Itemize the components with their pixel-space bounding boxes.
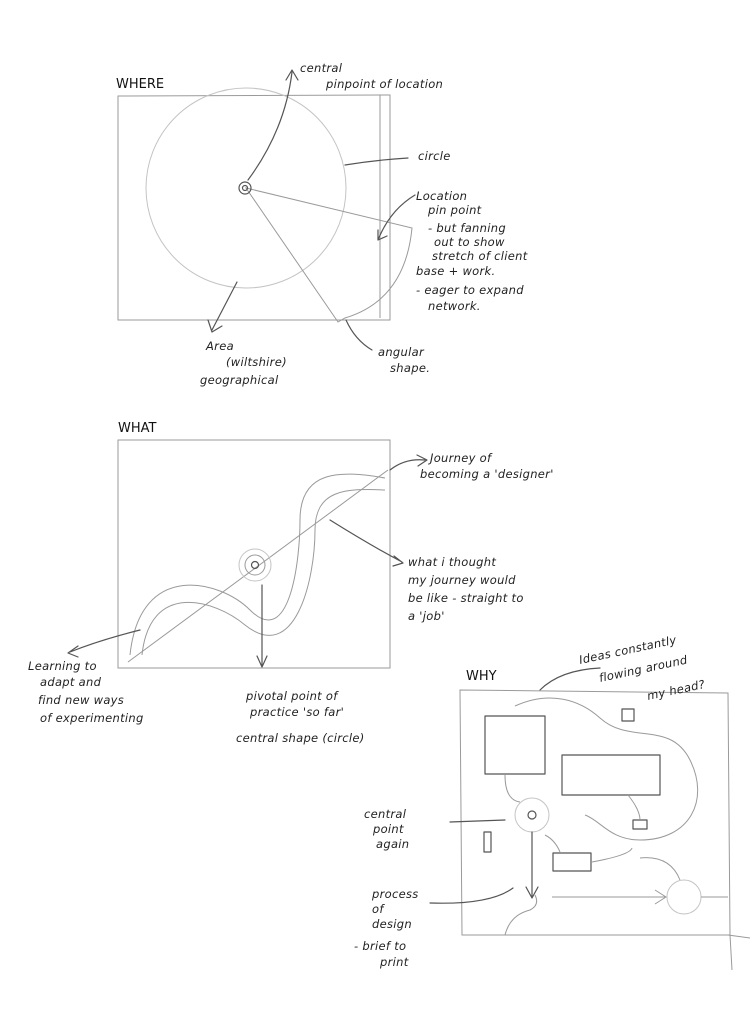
pivotal-point-icon bbox=[250, 560, 260, 570]
what-diagram: WHAT Journey of becoming a 'designer' wh… bbox=[28, 421, 554, 745]
label-area-2: (wiltshire) bbox=[226, 355, 287, 369]
label-circle: circle bbox=[418, 149, 451, 163]
label-learning-2: adapt and bbox=[40, 675, 102, 689]
label-central: central bbox=[300, 61, 343, 75]
why-diagram: WHY Ideas constantly flowing around my h… bbox=[354, 633, 750, 971]
label-central-point: central bbox=[364, 807, 407, 821]
label-pivotal: pivotal point of bbox=[245, 689, 339, 703]
label-central-point-3: again bbox=[376, 837, 409, 851]
label-angular-2: shape. bbox=[390, 361, 430, 375]
ideas-cloud bbox=[514, 697, 699, 841]
label-pinpoint: pinpoint of location bbox=[325, 77, 443, 91]
arrow-right bbox=[552, 889, 667, 905]
label-thought: what i thought bbox=[408, 555, 496, 569]
label-journey: Journey of bbox=[428, 451, 493, 465]
what-frame bbox=[117, 439, 391, 669]
where-diagram: WHERE central pinpoint of location circl… bbox=[116, 61, 528, 387]
arrow-area bbox=[207, 281, 238, 333]
idea-box-small bbox=[621, 708, 635, 722]
where-frame bbox=[117, 94, 391, 321]
label-ideas-3: my head? bbox=[646, 677, 707, 703]
line-central bbox=[449, 819, 506, 823]
label-location-line: pin point bbox=[427, 203, 482, 217]
area-circle bbox=[145, 87, 347, 289]
label-pivotal-3: central shape (circle) bbox=[236, 731, 365, 745]
arrow-thought bbox=[329, 519, 404, 567]
label-area-3: geographical bbox=[200, 373, 279, 387]
line-circle bbox=[344, 157, 409, 166]
label-area: Area bbox=[205, 339, 234, 353]
journey-path-b bbox=[141, 489, 386, 656]
label-process: process bbox=[371, 887, 419, 901]
label-learning-4: of experimenting bbox=[40, 711, 144, 725]
label-thought-4: a 'job' bbox=[408, 609, 445, 623]
label-process-5: print bbox=[379, 955, 409, 969]
idea-box-tiny bbox=[632, 819, 648, 830]
arrow-location bbox=[377, 194, 416, 241]
why-frame bbox=[459, 689, 731, 936]
label-learning: Learning to bbox=[28, 659, 97, 673]
what-heading: WHAT bbox=[118, 421, 157, 436]
label-thought-3: be like - straight to bbox=[408, 591, 524, 605]
label-journey-2: becoming a 'designer' bbox=[420, 467, 554, 481]
label-process-3: design bbox=[372, 917, 412, 931]
label-location-line: - eager to expand bbox=[416, 283, 524, 297]
arrow-journey bbox=[389, 454, 428, 471]
label-location-line: out to show bbox=[434, 235, 505, 249]
arrow-pivotal bbox=[256, 584, 268, 668]
idea-box-thin bbox=[483, 831, 492, 853]
label-process-4: - brief to bbox=[354, 939, 406, 953]
arrow-central bbox=[247, 69, 299, 181]
label-central-point-2: point bbox=[372, 822, 404, 836]
label-process-2: of bbox=[372, 902, 385, 916]
label-learning-3: find new ways bbox=[38, 693, 124, 707]
label-location-line: - but fanning bbox=[428, 221, 506, 235]
why-heading: WHY bbox=[466, 669, 497, 684]
end-circle bbox=[666, 879, 702, 915]
where-heading: WHERE bbox=[116, 77, 164, 92]
label-location: Location bbox=[416, 189, 467, 203]
line-process bbox=[429, 887, 514, 904]
journey-path-a bbox=[129, 473, 386, 656]
pivotal-circle bbox=[238, 548, 272, 582]
angular-shape bbox=[244, 187, 413, 323]
label-pivotal-2: practice 'so far' bbox=[249, 705, 344, 719]
central-point-icon bbox=[527, 810, 537, 820]
central-pin-icon bbox=[238, 181, 252, 195]
idea-box-large bbox=[484, 715, 546, 775]
label-location-line: network. bbox=[428, 299, 481, 313]
idea-box-process bbox=[552, 852, 592, 872]
arrow-down bbox=[525, 831, 539, 899]
line-ideas bbox=[539, 667, 601, 691]
label-location-line: base + work. bbox=[416, 264, 495, 278]
idea-box-wide bbox=[561, 754, 661, 796]
line-angular bbox=[345, 319, 373, 351]
label-angular: angular bbox=[378, 345, 425, 359]
label-location-line: stretch of client bbox=[432, 249, 528, 263]
label-thought-2: my journey would bbox=[408, 573, 516, 587]
arrow-learning bbox=[67, 629, 141, 658]
central-circle bbox=[514, 797, 550, 833]
